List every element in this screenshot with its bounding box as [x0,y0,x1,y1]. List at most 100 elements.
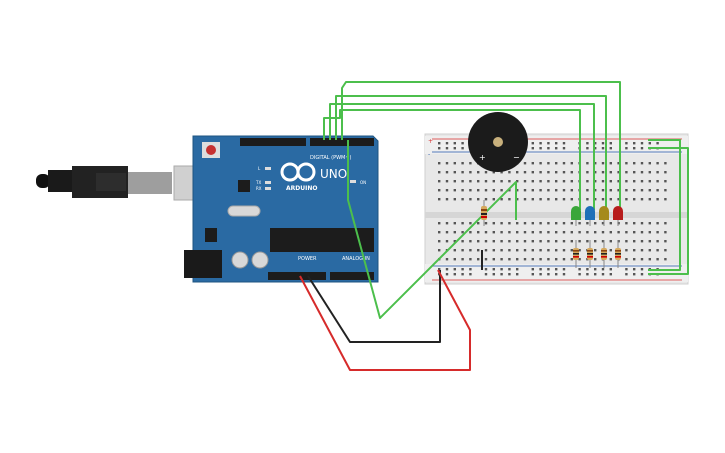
breadboard-hole [555,231,558,234]
green-wire-pin-11[interactable] [335,95,607,210]
resistor-yellow[interactable] [601,240,607,268]
black-wire-gnd[interactable] [307,270,441,343]
breadboard-hole [648,222,651,225]
breadboard-hole [453,268,456,271]
breadboard-hole [547,240,550,243]
breadboard-hole [523,240,527,243]
breadboard-hole [516,180,519,183]
breadboard-hole [492,249,495,252]
breadboard-hole [469,171,472,174]
breadboard-hole [664,162,667,165]
breadboard-hole [601,142,605,145]
breadboard-hole [477,189,480,192]
breadboard-hole [523,231,527,234]
breadboard-hole [492,231,495,234]
breadboard-hole [445,258,449,261]
breadboard-hole [547,273,550,276]
green-wire-rail-top[interactable] [648,139,681,271]
breadboard-hole [453,273,456,276]
breadboard-hole [539,258,542,261]
usb-cable[interactable] [36,165,211,201]
breadboard-hole [601,147,605,150]
resistor-blue[interactable] [587,240,593,268]
breadboard-hole [609,171,612,174]
led-blue[interactable] [585,206,595,226]
green-wire-rail-right[interactable] [648,147,689,275]
green-wire-buzzer[interactable] [347,140,517,319]
power-jack [184,250,222,278]
breadboard-hole [609,142,612,145]
breadboard-hole [633,249,636,252]
resistor-red[interactable] [615,240,621,268]
led-red[interactable] [613,206,623,226]
breadboard-hole [555,222,558,225]
breadboard-hole [586,268,589,271]
arduino-logo-text: ARDUINO [286,185,317,192]
breadboard-hole [633,162,636,165]
green-wire-pin-12[interactable] [329,103,595,210]
breadboard-hole [664,180,667,183]
breadboard-hole [461,162,464,165]
breadboard-hole [477,180,480,183]
arduino-uno-board[interactable]: ARDUINO UNO DIGITAL (PWM~) ON L TX RX PO… [184,135,379,283]
led-yellow[interactable] [599,206,609,226]
breadboard-hole [469,240,472,243]
breadboard-hole [586,171,589,174]
breadboard-hole [531,222,534,225]
breadboard-hole [648,162,651,165]
center-channel [425,212,688,218]
breadboard-hole [461,180,464,183]
resistor-green[interactable] [573,240,579,268]
breadboard-hole [555,249,558,252]
led-green[interactable] [571,206,581,226]
breadboard-hole [625,189,628,192]
breadboard-hole [562,147,566,150]
breadboard-hole [484,171,488,174]
breadboard-hole [539,231,542,234]
piezo-buzzer[interactable]: + − [468,112,528,172]
breadboard-hole [453,231,456,234]
breadboard-hole [601,189,605,192]
on-label: ON [360,180,366,185]
breadboard-hole [562,142,566,145]
red-wire-5v[interactable] [299,269,471,371]
breadboard-hole [539,268,542,271]
breadboard-hole [648,249,651,252]
breadboard-hole [539,273,542,276]
breadboard-hole [640,180,644,183]
breadboard-hole [609,231,612,234]
breadboard-hole [578,258,581,261]
breadboard[interactable]: + - [424,133,689,285]
breadboard-hole [500,189,503,192]
breadboard-hole [547,198,550,201]
breadboard-hole [640,249,644,252]
breadboard-hole [516,189,519,192]
breadboard-hole [594,180,597,183]
breadboard-hole [648,189,651,192]
breadboard-hole [578,231,581,234]
breadboard-hole [539,147,542,150]
rail-minus-label: - [428,151,430,158]
resistor-buzzer[interactable] [481,200,487,226]
breadboard-hole [469,249,472,252]
breadboard-hole [570,198,573,201]
breadboard-hole [500,268,503,271]
breadboard-hole [445,162,449,165]
breadboard-hole [523,180,527,183]
breadboard-hole [570,189,573,192]
breadboard-hole [601,268,605,271]
breadboard-hole [500,198,503,201]
breadboard-hole [523,198,527,201]
breadboard-hole [562,198,566,201]
digital-header-left [240,138,306,146]
breadboard-hole [664,222,667,225]
breadboard-hole [640,240,644,243]
breadboard-hole [633,222,636,225]
green-wire-pin-10[interactable] [341,81,621,210]
breadboard-hole [461,268,464,271]
green-wire-pin-13[interactable] [323,109,581,210]
breadboard-hole [508,240,511,243]
breadboard-hole [492,180,495,183]
breadboard-hole [484,180,488,183]
breadboard-hole [609,180,612,183]
